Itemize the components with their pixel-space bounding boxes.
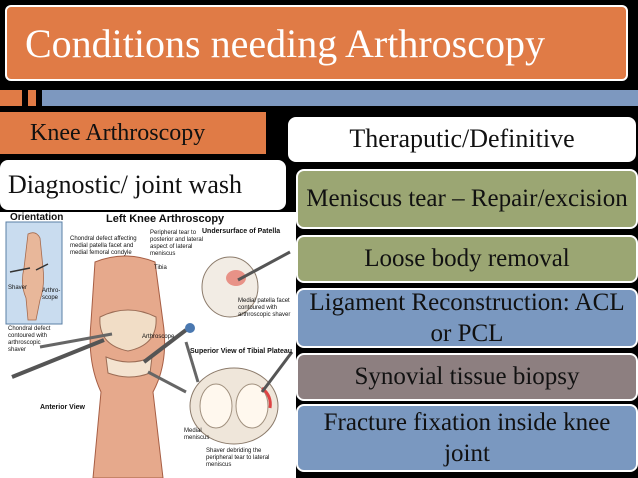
orientation-label: Orientation <box>10 212 64 223</box>
arthroscope-label: Arthroscope <box>142 334 175 340</box>
item-fracture: Fracture fixation inside knee joint <box>296 404 638 472</box>
item-label: Ligament Reconstruction: ACL or PCL <box>309 288 625 347</box>
item-meniscus: Meniscus tear – Repair/excision <box>296 169 638 229</box>
illustration-title: Left Knee Arthroscopy <box>106 213 225 225</box>
arthroscope-small-label: Arthro-scope <box>42 288 61 301</box>
accent-strip-blue <box>42 90 638 106</box>
item-loose-body: Loose body removal <box>296 235 638 283</box>
shaver-debriding-label: Shaver debriding the peripheral tear to … <box>206 448 270 468</box>
item-synovial: Synovial tissue biopsy <box>296 353 638 401</box>
item-label: Synovial tissue biopsy <box>354 363 580 391</box>
illustration-drawing <box>5 221 294 478</box>
accent-strip-orange-small <box>28 90 36 106</box>
superior-view-label: Superior View of Tibial Plateau <box>190 348 293 355</box>
knee-arthroscopy-illustration: Orientation Left Knee Arthroscopy Shaver… <box>0 212 296 478</box>
accent-strip-orange <box>0 90 22 106</box>
tibia-label: Tibia <box>154 265 167 271</box>
diagnostic-header-label: Diagnostic/ joint wash <box>8 169 242 199</box>
slide-title: Conditions needing Arthroscopy <box>25 21 545 66</box>
item-label: Meniscus tear – Repair/excision <box>306 185 628 213</box>
peripheral-tear-label: Peripheral tear to posterior and lateral… <box>150 230 204 257</box>
anterior-view-label: Anterior View <box>40 404 85 411</box>
therapeutic-header-label: Theraputic/Definitive <box>349 124 575 154</box>
medial-meniscus-label: Medial meniscus <box>184 428 210 441</box>
section-tab-label: Knee Arthroscopy <box>30 120 206 146</box>
item-label: Loose body removal <box>364 245 570 273</box>
undersurface-label: Undersurface of Patella <box>202 228 281 235</box>
therapeutic-header: Theraputic/Definitive <box>288 117 636 162</box>
chondral-defect-label: Chondral defect affecting medial patella… <box>70 236 137 256</box>
diagnostic-header: Diagnostic/ joint wash <box>0 160 286 210</box>
shaver-label: Shaver <box>8 285 28 291</box>
chondral-defect-2-label: Chondral defect contoured with arthrosco… <box>8 326 51 353</box>
title-banner: Conditions needing Arthroscopy <box>5 5 628 81</box>
item-ligament: Ligament Reconstruction: ACL or PCL <box>296 288 638 348</box>
medial-patella-label: Medial patella facet contoured with arth… <box>238 298 291 318</box>
item-label: Fracture fixation inside knee joint <box>323 408 611 467</box>
section-tab: Knee Arthroscopy <box>0 112 266 154</box>
